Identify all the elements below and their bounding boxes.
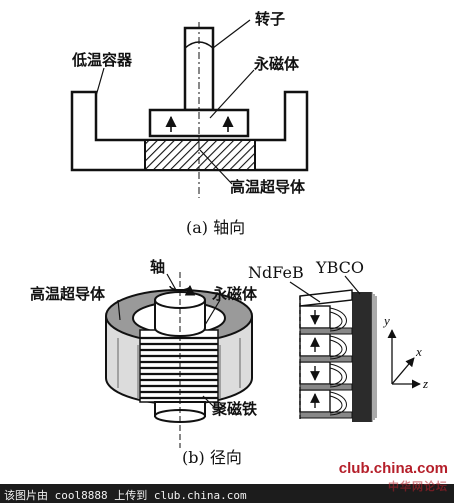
axis-z: z — [423, 376, 429, 391]
axis-x: x — [416, 344, 422, 359]
label-axial-permanent-magnet: 永磁体 — [254, 55, 300, 73]
label-ybco: YBCO — [316, 258, 364, 277]
label-radial-hts: 高温超导体 — [30, 285, 106, 303]
radial-diagram — [105, 272, 421, 448]
axis-y: y — [384, 313, 390, 328]
footer-upload-text: 该图片由 cool8888 上传到 club.china.com — [4, 489, 247, 502]
label-rotor: 转子 — [255, 10, 286, 28]
radial-shaft — [154, 272, 206, 448]
axial-hts-block — [144, 139, 256, 171]
label-radial-permanent-magnet: 永磁体 — [212, 285, 258, 303]
label-axial-hts: 高温超导体 — [230, 178, 306, 196]
label-shaft: 轴 — [150, 258, 166, 276]
watermark-domain: club.china.com — [338, 460, 448, 477]
caption-axial: (a) 轴向 — [186, 218, 246, 237]
coordinate-axes — [387, 329, 421, 389]
label-iron: 聚磁铁 — [212, 400, 258, 418]
label-cryostat: 低温容器 — [72, 51, 133, 69]
axial-diagram — [70, 19, 309, 198]
caption-radial: (b) 径向 — [182, 448, 242, 467]
footer-bar: 该图片由 cool8888 上传到 club.china.com — [0, 484, 454, 503]
radial-iron-stack — [139, 329, 219, 423]
radial-cross-section — [299, 289, 377, 422]
ybco-bar — [352, 292, 372, 422]
watermark-sub: 中华网论坛 — [388, 480, 448, 493]
label-ndfeb: NdFeB — [248, 263, 304, 282]
